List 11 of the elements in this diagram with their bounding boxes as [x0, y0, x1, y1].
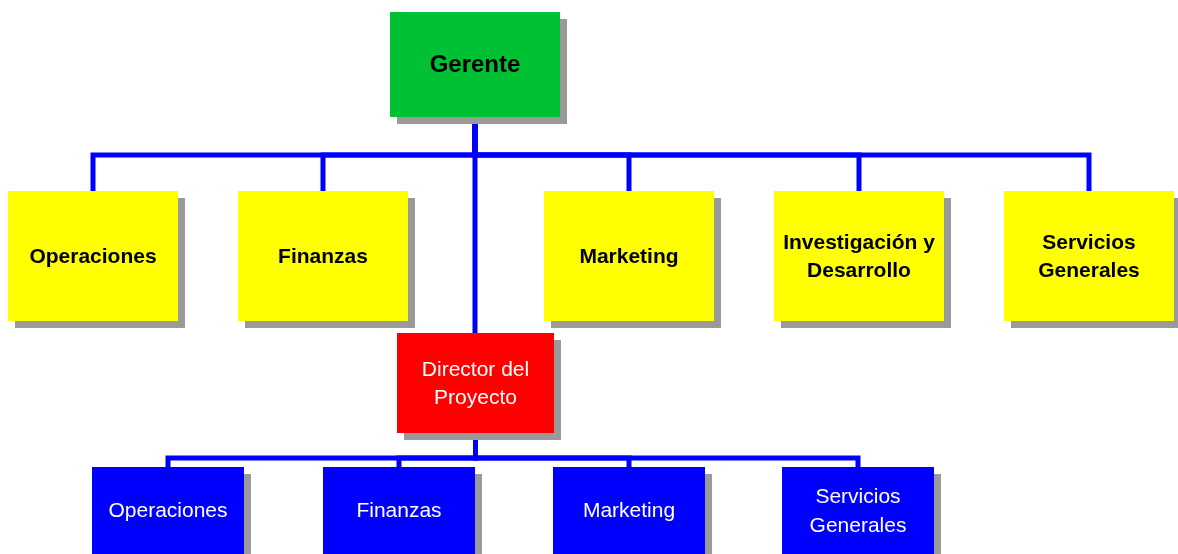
role-label: Gerente: [429, 49, 521, 80]
role-label: Operaciones: [29, 242, 157, 269]
role-label: Director del Proyecto: [420, 355, 531, 410]
role-label: Marketing: [579, 242, 679, 269]
role-label: Investigación y Desarrollo: [782, 228, 936, 283]
role-label: Finanzas: [356, 497, 442, 524]
role-label: Marketing: [582, 497, 676, 524]
role-label: Servicios Generales: [808, 483, 908, 538]
role-label: Servicios Generales: [1037, 228, 1141, 283]
role-label: Operaciones: [108, 497, 228, 524]
role-label: Finanzas: [278, 242, 368, 269]
